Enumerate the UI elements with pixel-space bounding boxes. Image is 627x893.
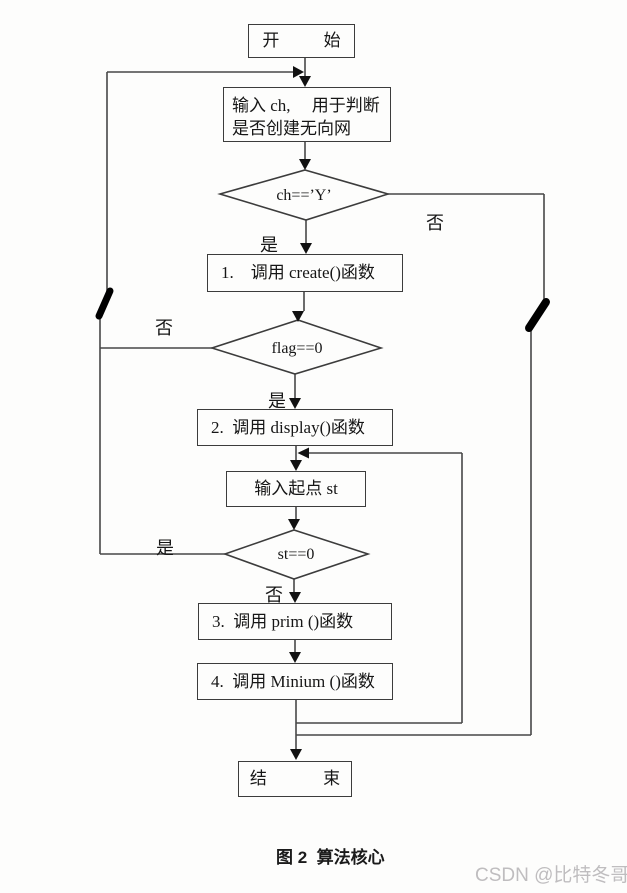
call-minium-node: 4. 调用 Minium ()函数 — [197, 663, 393, 700]
branch-label-st-no: 否 — [265, 585, 283, 605]
arrow-into-decision-st-icon — [288, 519, 300, 530]
decision-ch-diamond — [217, 169, 391, 221]
arrow-into-input-icon — [299, 76, 311, 87]
arrowheads — [288, 66, 312, 760]
call-prim-node: 3. 调用 prim ()函数 — [198, 603, 392, 640]
decision-st-label: st==0 — [277, 546, 315, 563]
branch-label-ch-no: 否 — [426, 213, 444, 233]
branch-label-ch-yes: 是 — [260, 235, 278, 255]
branch-label-flag-no: 否 — [155, 318, 173, 338]
ink-mark-left — [95, 287, 114, 320]
arrow-into-end-icon — [290, 749, 302, 760]
figure-caption: 图 2 算法核心 — [276, 848, 385, 867]
arrow-feedback-right-icon — [293, 66, 304, 78]
arrow-into-prim-icon — [289, 592, 301, 603]
decision-st-diamond — [222, 529, 371, 580]
ink-mark-right — [525, 298, 550, 332]
end-node: 结 束 — [238, 761, 352, 797]
input-ch-node: 输入 ch, 用于判断是否创建无向网 — [223, 87, 391, 142]
connector-lines — [99, 58, 545, 750]
arrow-into-decision-ch-icon — [299, 159, 311, 170]
ink-marks — [95, 287, 550, 332]
arrow-into-decision-flag-icon — [292, 311, 304, 322]
input-st-node: 输入起点 st — [226, 471, 366, 507]
call-display-node: 2. 调用 display()函数 — [197, 409, 393, 446]
csdn-watermark: CSDN @比特冬哥 — [475, 865, 627, 886]
branch-label-flag-yes: 是 — [268, 391, 286, 411]
arrow-into-create-icon — [300, 243, 312, 254]
arrow-into-display-icon — [289, 398, 301, 409]
decision-diamonds — [209, 169, 391, 580]
input-ch-line1: 输入 ch, 用于判断 — [232, 96, 380, 115]
start-node: 开 始 — [248, 24, 355, 58]
decision-ch-label: ch==’Y’ — [276, 187, 332, 204]
arrow-into-input-st-icon — [290, 460, 302, 471]
branch-label-st-yes: 是 — [156, 538, 174, 558]
call-create-node: 1. 调用 create()函数 — [207, 254, 403, 292]
arrow-into-minium-icon — [289, 652, 301, 663]
decision-flag-label: flag==0 — [271, 340, 323, 357]
decision-flag-diamond — [209, 319, 384, 375]
arrow-inner-loop-left-icon — [297, 447, 309, 459]
input-ch-line2: 是否创建无向网 — [232, 119, 351, 138]
input-ch-text: 输入 ch, 用于判断是否创建无向网 — [224, 88, 380, 140]
